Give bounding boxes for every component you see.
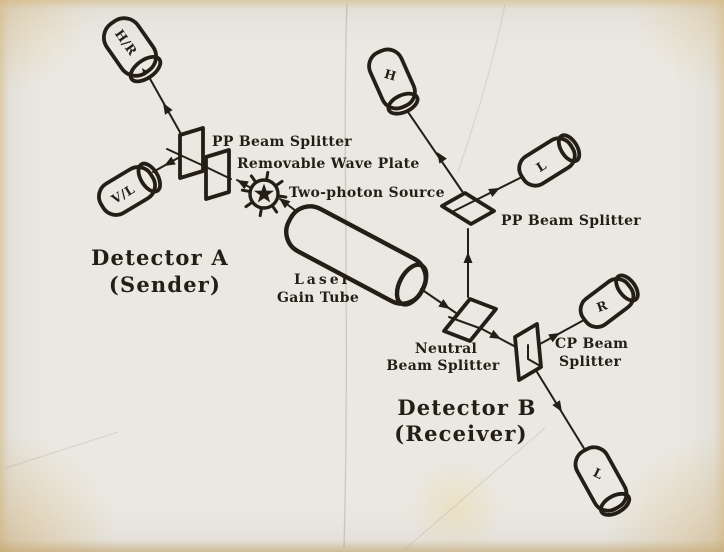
arrowhead-icon <box>552 400 566 415</box>
label-laser-gain-tube-line2: Gain Tube <box>277 290 359 306</box>
label-laser-gain-tube-line1: Laser <box>294 272 352 288</box>
label-pp-beam-splitter-right: PP Beam Splitter <box>501 213 641 229</box>
detector-window-label-hr: H/R <box>112 26 141 58</box>
detector-cylinder-h: H <box>367 47 420 116</box>
detector-window-label-h: H <box>383 66 399 84</box>
laser-gain-tube-shape <box>284 204 429 307</box>
label-detector-b-sub: (Receiver) <box>394 421 527 446</box>
neutral-beam-splitter-shape <box>442 297 498 343</box>
detector-window-label-l-bottom: L <box>591 465 606 483</box>
beam-line-tube-exit <box>420 288 457 314</box>
label-detector-b: Detector B <box>397 395 536 420</box>
detector-window-label-vl: V/L <box>108 181 138 207</box>
label-cp-bs-line1: CP Beam <box>555 336 628 352</box>
arrowhead-icon <box>488 183 503 198</box>
detector-window-label-r: R <box>594 297 609 315</box>
arrowhead-icon <box>463 252 473 263</box>
paper-crease <box>403 427 546 551</box>
label-cp-bs-line2: Splitter <box>559 354 621 370</box>
beam-line-to-h <box>407 111 465 195</box>
beam-line-through-wave-plate <box>205 166 232 180</box>
arrowhead-icon <box>234 176 249 190</box>
beam-line-to-l-right <box>451 176 523 213</box>
arrowhead-icon <box>489 329 504 343</box>
arrowhead-icon <box>159 100 173 115</box>
removable-wave-plate-shape <box>204 148 231 201</box>
detector-cylinder-vl: V/L <box>97 161 162 217</box>
label-removable-wave-plate: Removable Wave Plate <box>237 156 420 172</box>
detector-cylinder-hr: H/R <box>102 16 163 84</box>
pp-beam-splitter-right-shape <box>440 191 496 226</box>
paper-crease <box>343 3 348 549</box>
label-detector-a: Detector A <box>91 245 229 270</box>
detector-window-label-l-right: L <box>533 157 549 175</box>
detector-cylinder-r: R <box>578 273 640 329</box>
label-two-photon-source: Two-photon Source <box>289 185 445 201</box>
label-neutral-bs-line2: Beam Splitter <box>386 358 499 374</box>
paper-crease <box>457 3 506 173</box>
label-detector-a-sub: (Sender) <box>109 272 221 297</box>
detector-cylinder-l-bottom: L <box>573 445 632 517</box>
pp-beam-splitter-left-shape <box>178 126 205 180</box>
label-neutral-bs-line1: Neutral <box>415 341 477 357</box>
beam-line-through-pp-bs-left <box>166 148 205 167</box>
cp-bs-inner-mark <box>527 344 543 368</box>
detector-cylinder-l-right: L <box>517 133 582 188</box>
cp-beam-splitter-shape <box>513 322 543 382</box>
arrowhead-icon <box>161 156 176 170</box>
paper-crease <box>5 431 119 469</box>
beam-line-to-r <box>539 319 585 345</box>
label-pp-beam-splitter-left: PP Beam Splitter <box>212 134 352 150</box>
two-photon-source-icon <box>240 170 288 218</box>
